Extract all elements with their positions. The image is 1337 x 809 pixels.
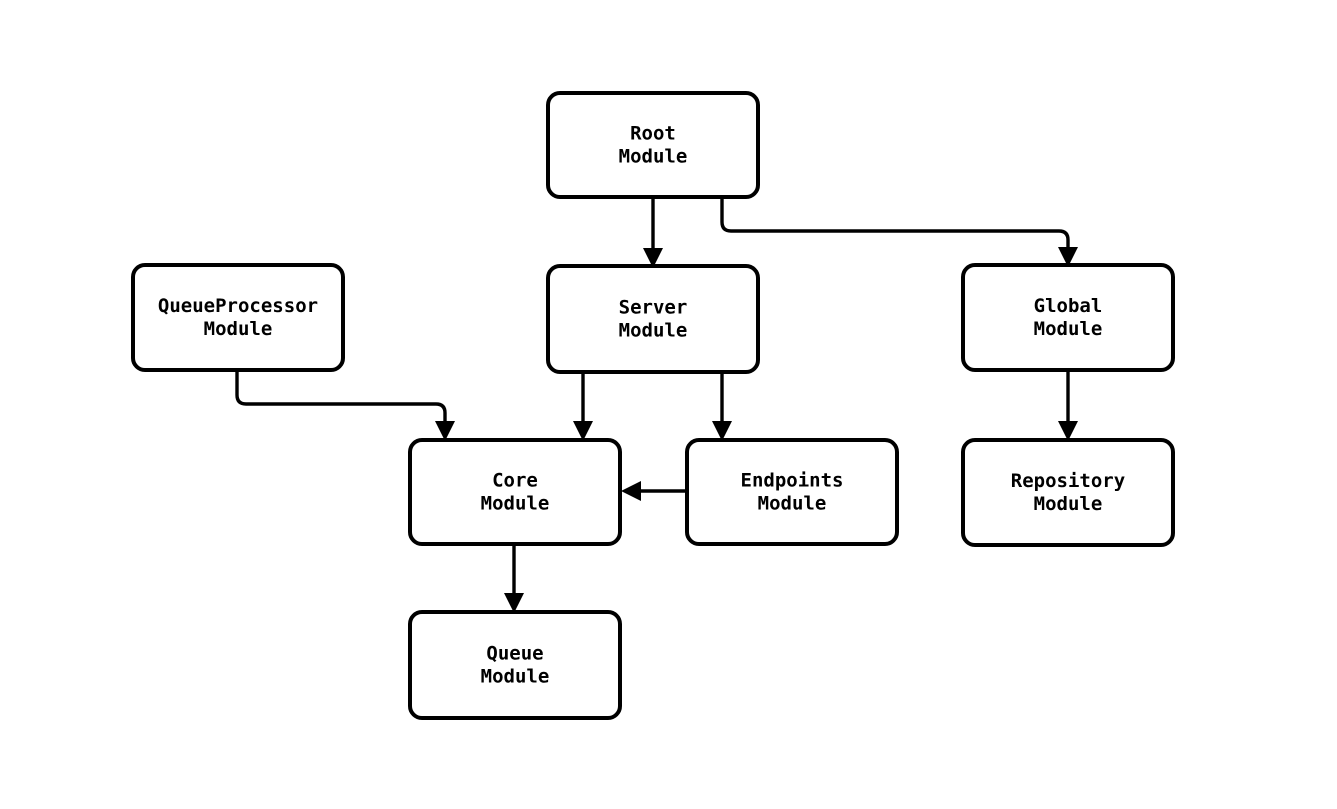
node-box-repository[interactable] [961,438,1175,547]
edge-root-to-global [720,197,1078,267]
node-label-line2-queueprocessor: Module [204,318,273,340]
node-box-queue[interactable] [408,610,622,720]
edge-layer [235,197,1078,613]
node-label-line1-server: Server [619,297,688,319]
node-box-server[interactable] [546,264,760,374]
edge-server-to-core [573,372,593,441]
node-label-line1-global: Global [1034,295,1103,317]
edge-endpoints-to-core [621,481,687,501]
arrowhead-icon [573,421,593,441]
node-label-line2-endpoints: Module [758,493,827,515]
node-label-line2-server: Module [619,320,688,342]
node-label-line1-repository: Repository [1011,470,1125,492]
node-label-line2-root: Module [619,146,688,168]
node-label-line2-queue: Module [481,666,550,688]
arrowhead-icon [712,421,732,441]
node-label-line2-global: Module [1034,318,1103,340]
node-label-line1-queueprocessor: QueueProcessor [158,295,318,317]
node-box-root[interactable] [546,91,760,199]
edge-line [235,370,447,426]
arrowhead-icon [1058,247,1078,267]
node-label-line1-endpoints: Endpoints [741,470,844,492]
node-layer: RootModuleQueueProcessorModuleServerModu… [131,91,1175,720]
edge-core-to-queue [504,544,524,613]
arrowhead-icon [621,481,641,501]
node-label-line1-root: Root [630,123,676,145]
edge-server-to-endpoints [712,372,732,441]
node-label-line1-core: Core [492,470,538,492]
arrowhead-icon [1058,421,1078,441]
node-label-line1-queue: Queue [486,643,543,665]
edge-global-to-repository [1058,370,1078,441]
node-label-line2-repository: Module [1034,493,1103,515]
arrowhead-icon [435,421,455,441]
node-box-queueprocessor[interactable] [131,263,345,372]
arrowhead-icon [504,593,524,613]
edge-line [720,197,1070,252]
node-label-line2-core: Module [481,493,550,515]
arrowhead-icon [643,248,663,268]
node-box-endpoints[interactable] [685,438,899,546]
node-box-core[interactable] [408,438,622,546]
edge-queueprocessor-to-core [235,370,455,441]
node-box-global[interactable] [961,263,1175,372]
edge-root-to-server [643,197,663,268]
